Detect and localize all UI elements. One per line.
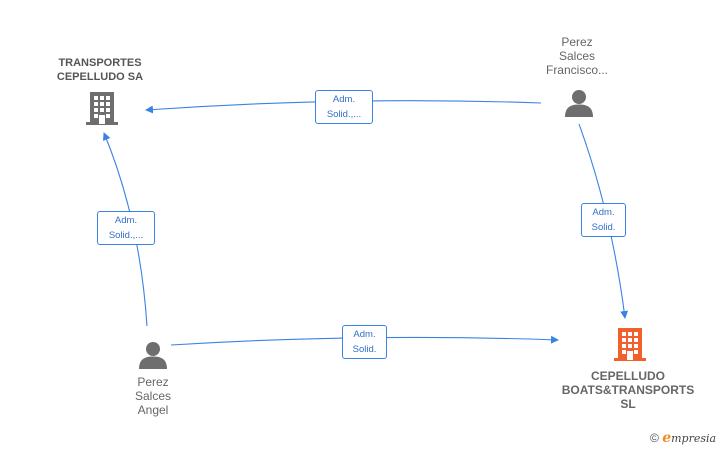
node-label-angel[interactable]: Perez Salces Angel: [103, 375, 203, 417]
brand-name: mpresia: [671, 432, 717, 445]
person-icon[interactable]: [564, 88, 594, 118]
footer-brand: © empresia: [650, 430, 716, 446]
node-label-line: Francisco...: [545, 63, 608, 77]
edge-label-angel-transportes[interactable]: Adm. Solid.,...: [97, 211, 155, 245]
node-label-line: CEPELLUDO: [590, 369, 665, 383]
edge-role-detail: Solid.,...: [108, 230, 144, 241]
edge-role: Adm.: [114, 215, 138, 226]
edge-label-angel-cepelludo[interactable]: Adm. Solid.: [342, 325, 387, 359]
node-label-line: Salces: [134, 389, 172, 403]
copyright-icon: ©: [650, 431, 659, 445]
building-icon-highlight[interactable]: [614, 326, 646, 362]
building-icon[interactable]: [86, 90, 118, 126]
edge-role: Adm.: [592, 207, 615, 218]
brand-initial: e: [662, 430, 672, 446]
node-label-francisco[interactable]: Perez Salces Francisco...: [527, 35, 627, 77]
person-icon[interactable]: [138, 340, 168, 370]
edge-role: Adm.: [332, 94, 356, 105]
edge-role-detail: Solid.: [352, 344, 377, 355]
node-label-line: Perez: [137, 375, 169, 389]
node-label-line: Salces: [558, 49, 596, 63]
node-label-line: BOATS&TRANSPORTS: [561, 383, 695, 397]
node-label-transportes[interactable]: TRANSPORTES CEPELLUDO SA: [40, 56, 160, 84]
node-label-line: CEPELLUDO SA: [56, 71, 144, 83]
edge-role: Adm.: [353, 329, 376, 340]
node-label-line: SL: [620, 397, 636, 411]
edge-label-francisco-transportes[interactable]: Adm. Solid.,...: [315, 90, 373, 124]
edge-label-francisco-cepelludo[interactable]: Adm. Solid.: [581, 203, 626, 237]
node-label-cepelludo[interactable]: CEPELLUDO BOATS&TRANSPORTS SL: [553, 369, 703, 411]
node-label-line: Angel: [137, 403, 169, 417]
edge-role-detail: Solid.: [591, 222, 616, 233]
node-label-line: Perez: [561, 35, 593, 49]
edge-role-detail: Solid.,...: [326, 109, 362, 120]
brand-logo: empresia: [662, 430, 717, 446]
node-label-line: TRANSPORTES: [58, 57, 142, 69]
